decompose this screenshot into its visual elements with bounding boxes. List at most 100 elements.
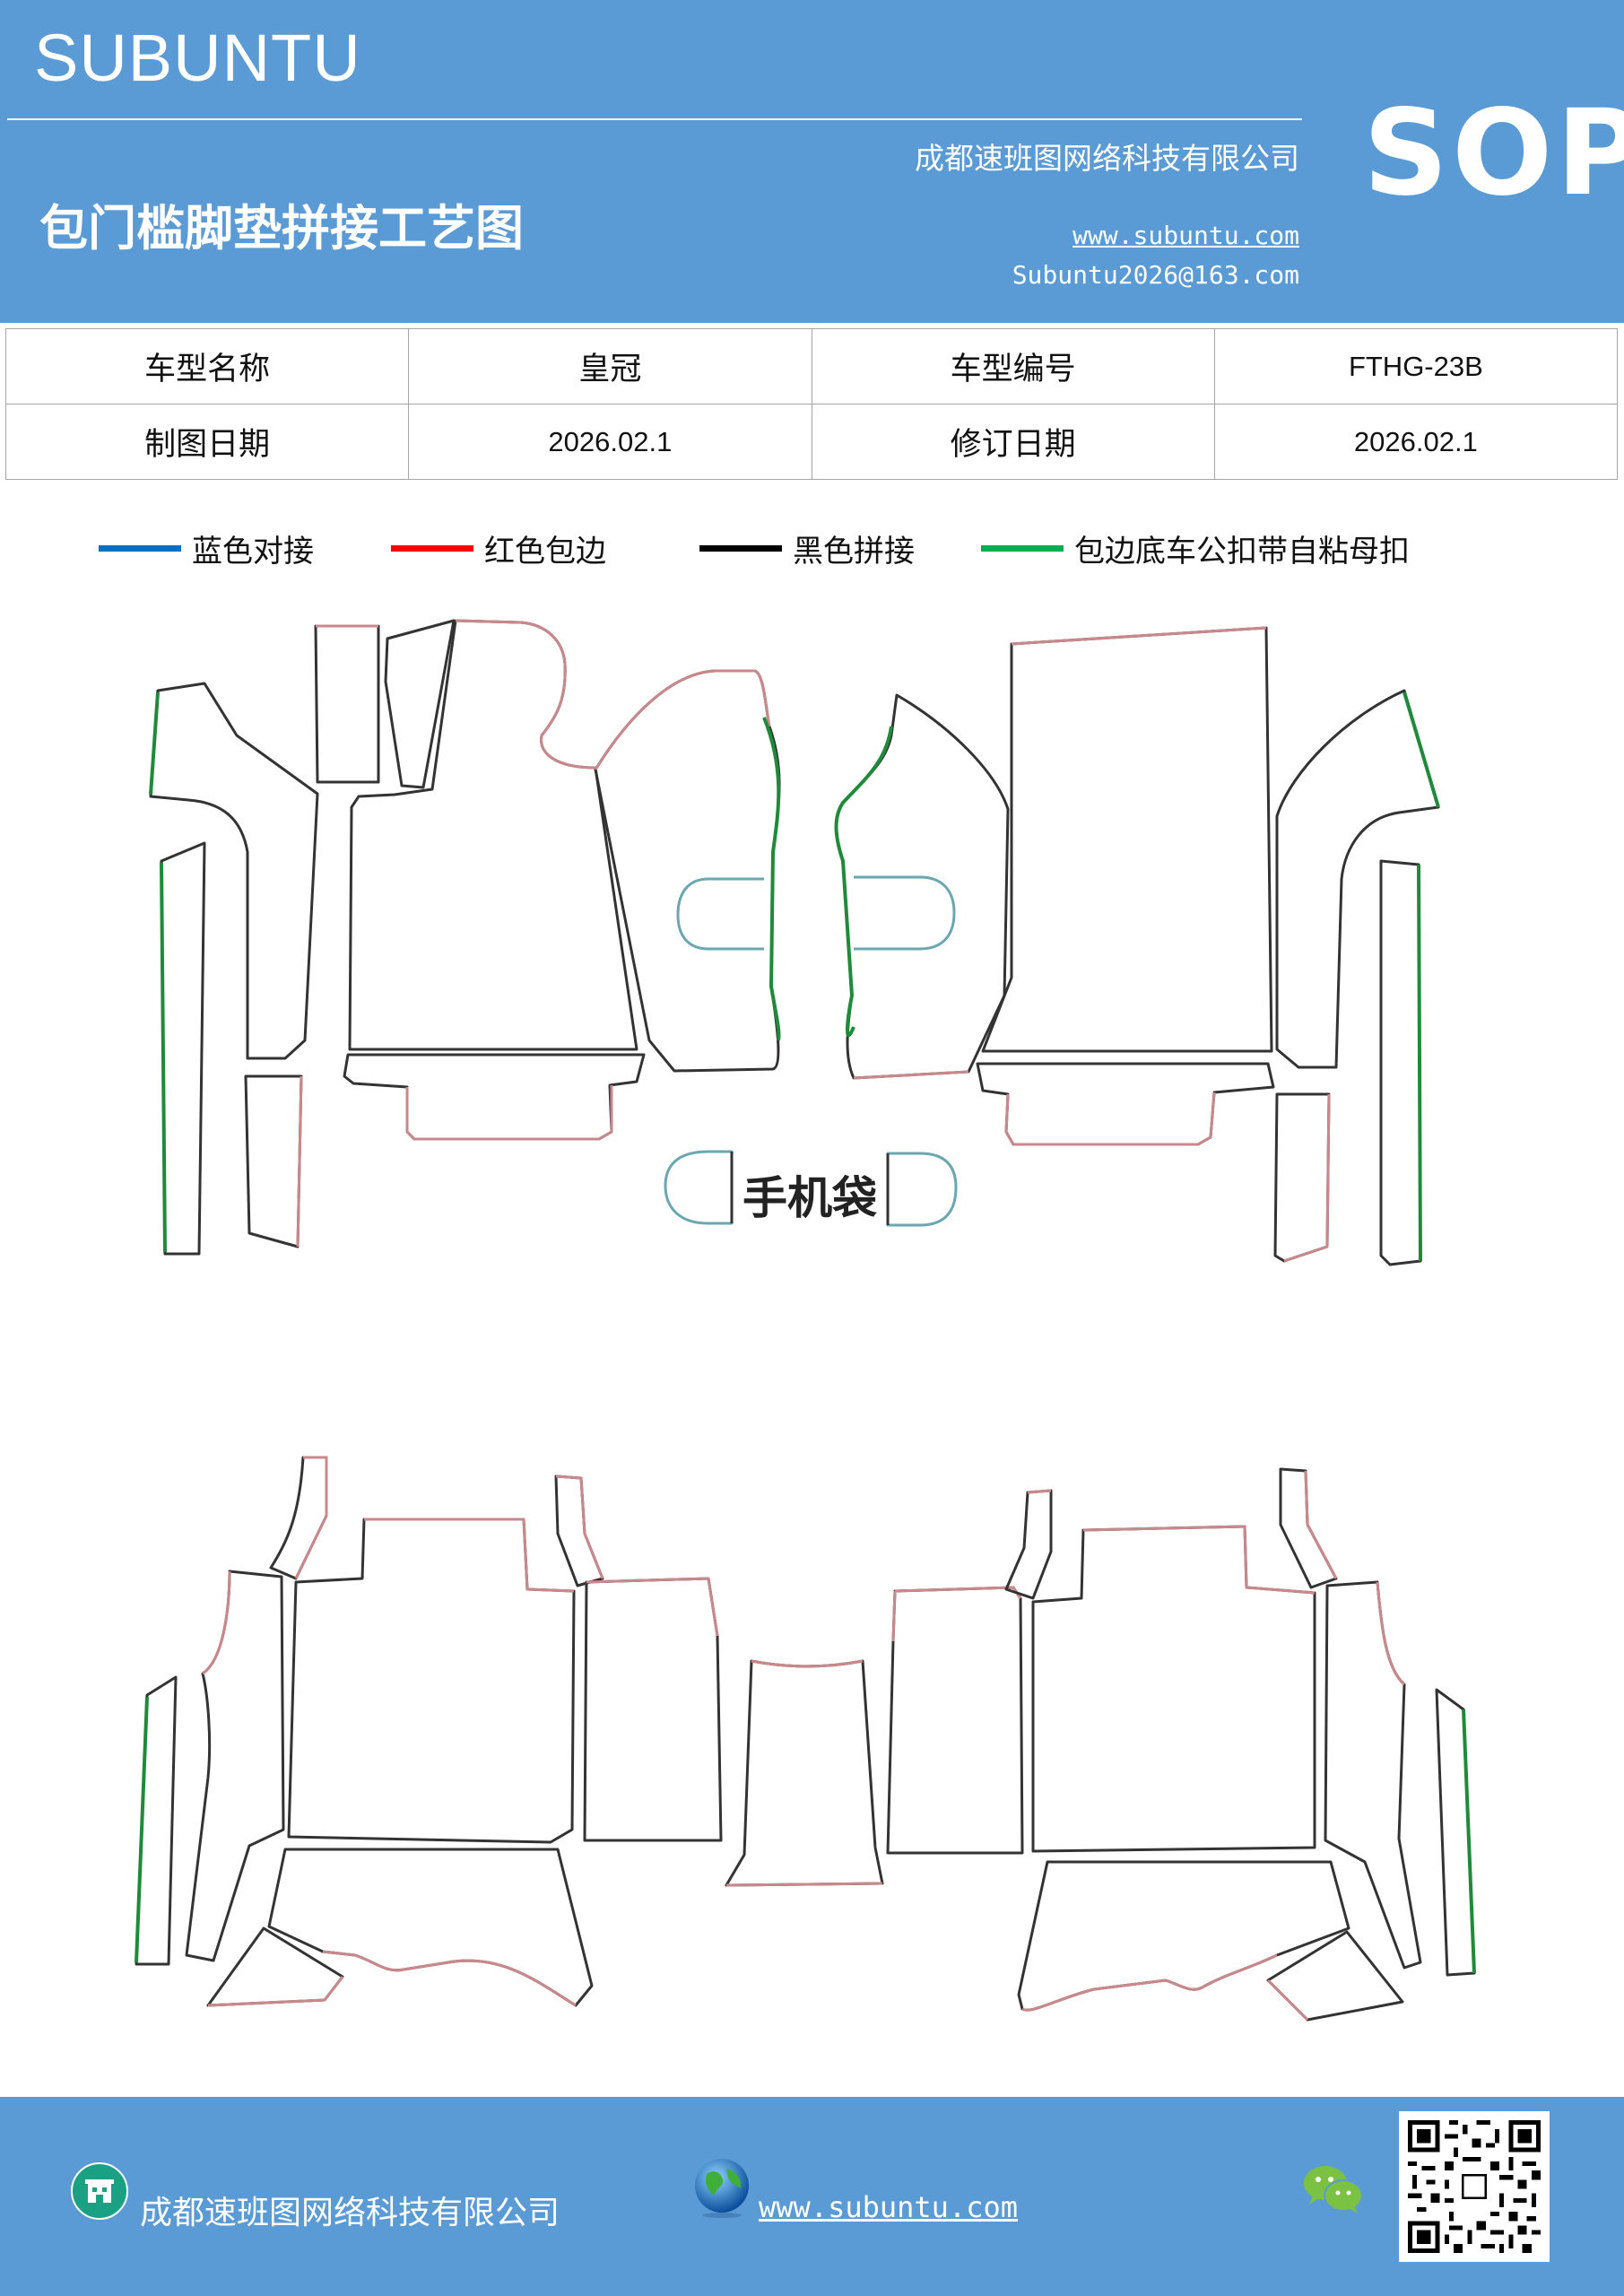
revision-date-label: 修订日期: [811, 404, 1215, 480]
mat-piece: [160, 841, 206, 1256]
website-link[interactable]: www.subuntu.com: [1073, 221, 1299, 250]
floor-mat-drawing: 手机袋: [135, 619, 1476, 2022]
mat-piece: [725, 1659, 884, 1887]
butt-joint-edge: [854, 875, 956, 951]
footer-banner: 成都速班图网络科技有限公司 www.subuntu.com: [0, 2097, 1624, 2296]
legend-label: 包边底车公扣带自粘母扣: [1074, 533, 1410, 570]
binding-edge: [202, 1570, 231, 1675]
binding-edge: [1082, 1525, 1316, 1595]
sop-badge: SOP: [1363, 84, 1624, 222]
model-code-value: FTHG-23B: [1213, 328, 1619, 404]
mat-piece: [981, 626, 1273, 1053]
footer-website-link[interactable]: www.subuntu.com: [759, 2190, 1018, 2224]
mat-piece: [206, 1926, 344, 2007]
header-banner: SUBUNTU 成都速班图网络科技有限公司 包门槛脚垫拼接工艺图 www.sub…: [0, 0, 1624, 323]
mat-piece: [343, 1053, 646, 1141]
vehicle-info-table: 车型名称 皇冠 车型编号 FTHG-23B 制图日期 2026.02.1 修订日…: [4, 328, 1619, 480]
velcro-edge: [149, 691, 160, 796]
model-name-value: 皇冠: [408, 328, 812, 404]
binding-edge: [1021, 1953, 1278, 2012]
company-name: 成都速班图网络科技有限公司: [915, 141, 1299, 176]
mat-piece: [1379, 859, 1422, 1266]
mat-piece: [267, 1848, 594, 2007]
binding-edge: [853, 1070, 969, 1080]
binding-edge: [296, 1075, 303, 1248]
binding-edge: [594, 669, 771, 770]
mat-piece: [1031, 1525, 1316, 1853]
brand-name: SUBUNTU: [34, 21, 361, 95]
mat-piece: [835, 693, 1010, 1080]
mat-piece: [976, 1062, 1275, 1146]
mat-piece: [1266, 1930, 1404, 2022]
model-code-label: 车型编号: [811, 328, 1215, 404]
mat-piece: [554, 1474, 604, 1587]
mat-piece: [149, 682, 319, 1060]
pouch-tab-left: [664, 1150, 734, 1225]
mat-piece: [244, 1074, 303, 1248]
binding-edge: [891, 1586, 1022, 1642]
legend-item-green: 包边底车公扣带自粘母扣: [981, 526, 1410, 570]
legend-swatch: [99, 544, 181, 552]
mat-piece: [1273, 1092, 1331, 1263]
mat-piece: [314, 624, 380, 784]
model-name-label: 车型名称: [4, 328, 410, 404]
front-mats-group: 手机袋: [149, 619, 1440, 1266]
table-row: 制图日期 2026.02.1 修订日期 2026.02.1: [4, 404, 1619, 480]
velcro-edge: [1403, 691, 1440, 808]
velcro-edge: [762, 717, 781, 1041]
header-divider: [7, 118, 1302, 120]
qr-code-pattern: [1408, 2120, 1541, 2253]
binding-edge: [555, 1474, 604, 1579]
qr-code[interactable]: [1399, 2111, 1550, 2262]
binding-edge: [1266, 1979, 1309, 2022]
drawing-date-value: 2026.02.1: [408, 404, 812, 480]
legend-item-red: 红色包边: [391, 526, 606, 570]
mat-piece: [185, 1570, 285, 1962]
legend-label: 红色包边: [484, 533, 606, 570]
mat-piece: [1275, 689, 1440, 1069]
mat-piece: [1324, 1580, 1422, 1970]
mat-piece: [384, 619, 456, 789]
velcro-edge: [135, 1696, 149, 1963]
velcro-edge: [160, 862, 167, 1253]
mat-piece: [886, 1586, 1024, 1855]
mat-piece: [1004, 1489, 1053, 1600]
butt-joint-edge: [676, 877, 764, 951]
binding-edge: [1376, 1581, 1406, 1686]
table-row: 车型名称 皇冠 车型编号 FTHG-23B: [4, 328, 1619, 404]
binding-edge: [455, 619, 596, 770]
velcro-edge: [1462, 1709, 1476, 1974]
pouch-tab-right: [886, 1152, 958, 1227]
revision-date-value: 2026.02.1: [1213, 404, 1619, 480]
binding-edge: [322, 1950, 577, 2007]
binding-edge: [1011, 626, 1267, 646]
legend-label: 黑色拼接: [793, 533, 915, 570]
binding-edge: [586, 1577, 719, 1637]
binding-edge: [725, 1882, 883, 1887]
legend-swatch: [981, 544, 1064, 552]
binding-edge: [294, 1456, 328, 1579]
binding-edge: [1027, 1489, 1052, 1494]
globe-icon: [695, 2159, 749, 2218]
mat-piece: [583, 1577, 723, 1842]
document-title: 包门槛脚垫拼接工艺图: [39, 199, 524, 257]
velcro-edge: [1417, 864, 1422, 1262]
binding-edge: [1304, 1470, 1338, 1579]
legend-swatch: [391, 544, 473, 552]
velcro-edge: [834, 726, 893, 1038]
binding-edge: [751, 1659, 864, 1668]
footer-company-name: 成都速班图网络科技有限公司: [140, 2195, 560, 2231]
rear-mats-group: [135, 1456, 1476, 2022]
binding-edge: [364, 1518, 575, 1593]
binding-edge: [207, 1976, 344, 2007]
email-address: Subuntu2026@163.com: [1012, 260, 1299, 290]
legend-label: 蓝色对接: [192, 533, 314, 570]
wechat-icon[interactable]: [1302, 2163, 1365, 2215]
legend-item-blue: 蓝色对接: [99, 526, 314, 570]
phone-pouch-label: 手机袋: [743, 1172, 877, 1224]
binding-edge: [1004, 1091, 1216, 1146]
mat-piece: [269, 1456, 328, 1580]
binding-edge: [1283, 1093, 1331, 1263]
drawing-date-label: 制图日期: [4, 404, 410, 480]
building-icon: [71, 2162, 128, 2220]
